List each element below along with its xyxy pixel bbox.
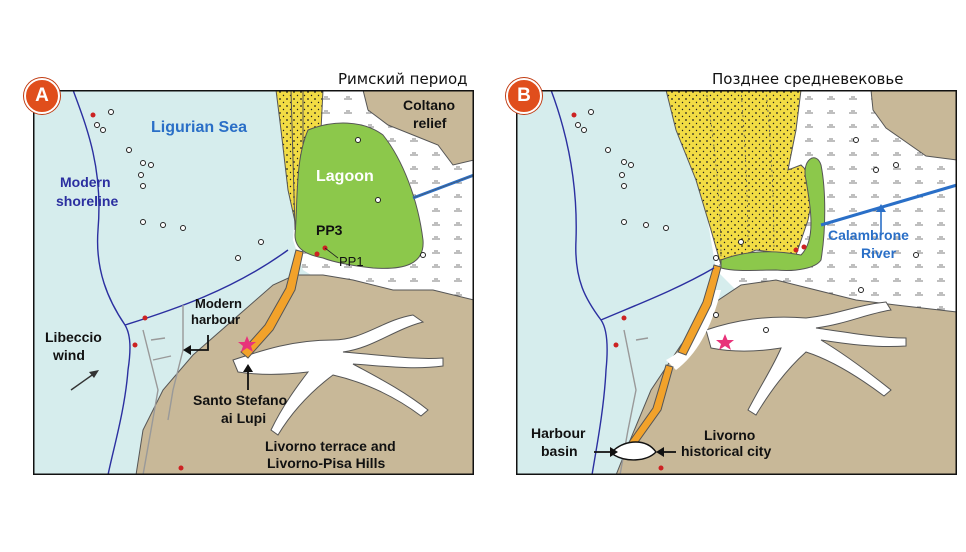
- svg-text:ai Lupi: ai Lupi: [221, 410, 266, 426]
- svg-text:River: River: [861, 245, 897, 261]
- panel-a-badge: A: [24, 78, 60, 114]
- modern-shoreline: [550, 90, 715, 475]
- label-santo-stefano: Santo Stefano: [193, 392, 287, 408]
- lagoon-area: [294, 122, 424, 269]
- svg-text:shoreline: shoreline: [56, 193, 118, 209]
- svg-text:historical city: historical city: [681, 443, 771, 459]
- svg-text:harbour: harbour: [191, 312, 240, 327]
- core-sites: [94, 109, 426, 261]
- label-libeccio-wind: Libeccio: [45, 329, 102, 345]
- label-lagoon: Lagoon: [316, 168, 374, 185]
- label-pp3: PP3: [316, 222, 343, 238]
- panel-a-title: Римский период: [338, 70, 468, 88]
- svg-text:wind: wind: [52, 347, 85, 363]
- panel-b-title: Позднее средневековье: [712, 70, 904, 88]
- label-modern-harbour: Modern: [195, 296, 242, 311]
- label-livorno-terrace: Livorno terrace and: [265, 438, 396, 454]
- core-sites: [575, 109, 919, 333]
- dune-belt: [665, 90, 817, 266]
- map-panel-late-medieval: Calambrone River Harbour basin Livorno h…: [516, 90, 957, 475]
- lagoon-area: [720, 157, 826, 271]
- valley-network: [705, 301, 907, 416]
- label-harbour-basin: Harbour: [531, 425, 586, 441]
- site-star: [716, 334, 734, 350]
- label-modern-shoreline: Modern: [60, 174, 111, 190]
- map-panel-roman-period: Ligurian Sea Modern shoreline Coltano re…: [33, 90, 474, 475]
- site-star: [238, 336, 256, 352]
- harbour-structure: [142, 305, 184, 475]
- label-coltano-relief: Coltano: [403, 97, 455, 113]
- harbour-basin: [613, 441, 657, 461]
- modern-shoreline: [72, 90, 289, 475]
- panel-b-badge: B: [506, 78, 542, 114]
- label-pp1: PP1: [339, 254, 364, 269]
- label-ligurian-sea: Ligurian Sea: [151, 119, 247, 136]
- beach-ridge: [677, 264, 722, 356]
- label-calambrone-river: Calambrone: [828, 227, 909, 243]
- svg-text:Livorno-Pisa Hills: Livorno-Pisa Hills: [267, 455, 385, 471]
- valley-network: [232, 314, 444, 436]
- svg-text:basin: basin: [541, 443, 578, 459]
- svg-text:relief: relief: [413, 115, 447, 131]
- coltano-relief: [362, 90, 474, 166]
- label-livorno-city: Livorno: [704, 427, 755, 443]
- calambrone-river: [820, 183, 957, 227]
- coltano-relief: [870, 90, 957, 161]
